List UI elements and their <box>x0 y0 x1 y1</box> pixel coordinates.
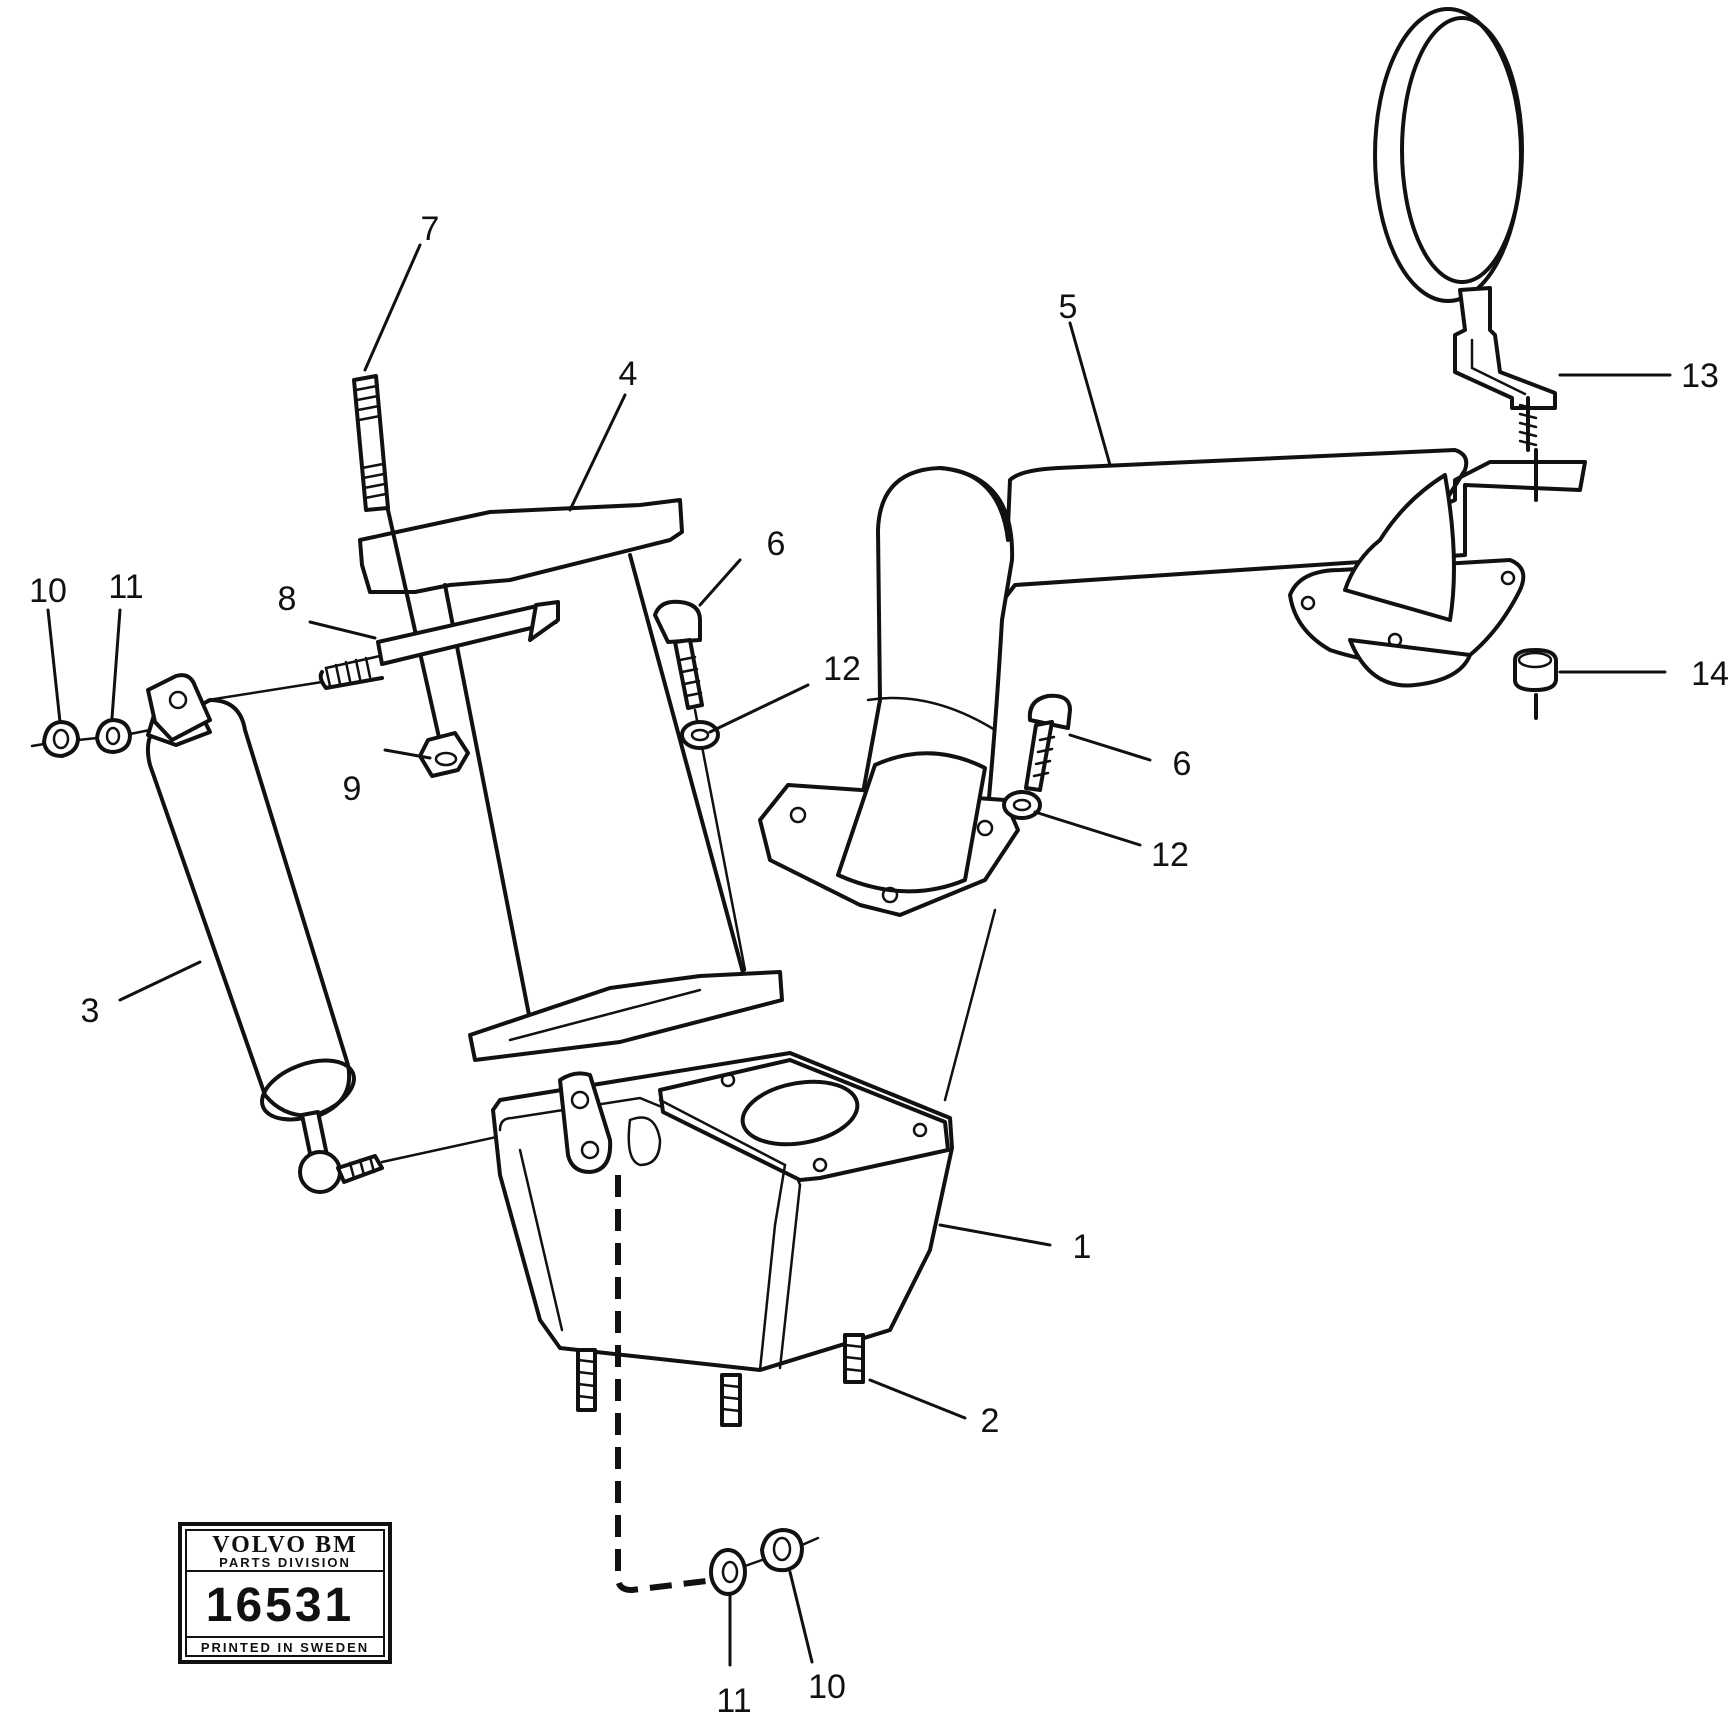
bracket-frame-4 <box>358 498 784 1062</box>
stamp-brand: VOLVO BM <box>212 1532 358 1558</box>
mirror-screw-13 <box>1518 396 1538 452</box>
callout-7: 7 <box>421 210 440 248</box>
mirror-arm-5 <box>856 448 1587 842</box>
callout-14: 14 <box>1691 655 1729 693</box>
studs-2 <box>576 1333 865 1427</box>
washer-12-right <box>1002 790 1042 820</box>
callout-2: 2 <box>981 1402 1000 1440</box>
stamp-division: PARTS DIVISION <box>219 1555 351 1570</box>
washer-11-lower <box>709 1548 747 1596</box>
callout-8: 8 <box>278 580 297 618</box>
callout-11-left: 11 <box>108 568 143 606</box>
nut-9 <box>418 731 470 778</box>
callout-10-left: 10 <box>29 572 67 610</box>
callout-9: 9 <box>343 770 362 808</box>
callout-numbers: 1 2 3 4 5 6 6 7 8 9 10 11 12 12 13 14 11… <box>29 210 1729 1720</box>
stamp-number: 16531 <box>206 1579 354 1632</box>
leader-lines <box>46 243 1672 1667</box>
nut-10-left <box>42 720 80 758</box>
bolt-6-right <box>1024 693 1072 792</box>
callout-4: 4 <box>619 355 638 393</box>
stamp-footer: PRINTED IN SWEDEN <box>201 1640 369 1655</box>
callout-13: 13 <box>1681 357 1719 395</box>
callout-10-lower: 10 <box>808 1668 846 1706</box>
cylinder-3 <box>145 673 567 1194</box>
callout-1: 1 <box>1073 1228 1092 1266</box>
rod-8 <box>318 600 560 690</box>
arm-base-flange <box>758 751 1020 917</box>
callout-12-upper: 12 <box>823 650 861 688</box>
bolt-6-upper <box>653 599 747 972</box>
callout-3: 3 <box>81 992 100 1030</box>
dashed-assembly-line <box>615 1175 716 1594</box>
mount-line <box>943 908 997 1102</box>
callout-5: 5 <box>1059 288 1078 326</box>
washer-11-left <box>30 718 152 754</box>
callout-6-right: 6 <box>1173 745 1192 783</box>
callout-6-upper: 6 <box>767 525 786 563</box>
washer-12-upper <box>680 720 720 750</box>
nut-14 <box>1513 448 1558 720</box>
callout-12-right: 12 <box>1151 836 1189 874</box>
parts-division-stamp: VOLVO BM PARTS DIVISION 16531 PRINTED IN… <box>178 1522 392 1664</box>
reservoir-box-1 <box>491 1051 954 1372</box>
nut-10-lower <box>743 1528 820 1573</box>
stud-7 <box>352 374 442 744</box>
callout-11-lower: 11 <box>716 1682 751 1720</box>
mirror-head <box>1373 7 1557 410</box>
